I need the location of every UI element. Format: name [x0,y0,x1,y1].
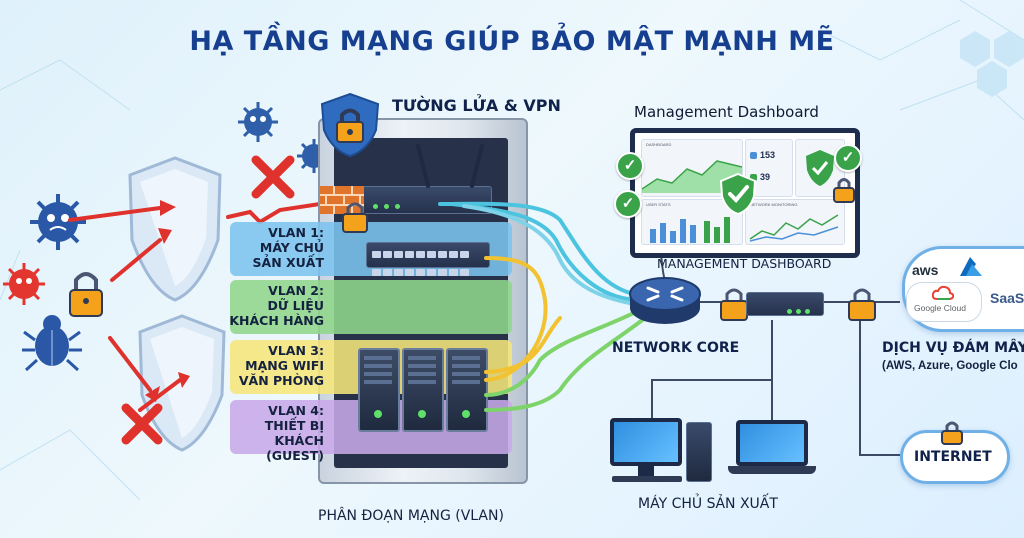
virus-icon-small [238,102,278,142]
keyboard [612,476,682,482]
network-switch [366,242,490,276]
laptop-base [728,466,816,474]
firewall-label: TƯỜNG LỬA & VPN [392,96,561,115]
dashboard-panel-security [795,139,845,197]
shield-check-icon [719,172,757,216]
workstations-label: MÁY CHỦ SẢN XUẤT [638,496,778,512]
line-chart [749,214,839,242]
rack-caption: PHÂN ĐOẠN MẠNG (VLAN) [318,508,504,524]
server-unit-3 [446,348,488,432]
lock-icon-internet [941,421,963,445]
saas-label: SaaS [990,290,1024,306]
server-details [364,356,480,418]
page-title: HẠ TẦNG MẠNG GIÚP BẢO MẬT MẠNH MẼ [189,26,835,57]
lock-icon-left [69,272,103,317]
monitor-stand [638,466,654,476]
dashboard-panel-bars: USER STATS [641,199,743,245]
cloud-label: DỊCH VỤ ĐÁM MÂY [882,340,1024,356]
dashboard-panel-title: DASHBOARD [646,142,672,147]
laptop-screen [736,420,808,466]
blocked-x-icon-bottom [121,403,163,445]
management-dashboard: DASHBOARD 153 39 USER STATS NETWORK MONI… [630,128,860,258]
aws-logo: aws [912,262,939,278]
blocked-x-icon-top [251,155,295,199]
server-unit-2 [402,348,444,432]
network-core-label: NETWORK CORE [612,340,740,356]
firewall-brick-icon [320,186,364,214]
bug-icon [22,315,82,372]
check-icon-2: ✓ [614,190,642,218]
dashboard-panel-chart: DASHBOARD [641,139,743,197]
vlan-band-2 [230,280,512,334]
area-chart [641,160,743,193]
dashboard-panel-monitoring: NETWORK MONITORING [745,199,845,245]
desktop-monitor [610,418,682,466]
secure-gateway [746,292,824,316]
check-icon-3: ✓ [834,144,862,172]
google-cloud-label: Google Cloud [914,303,966,313]
bar-chart [650,217,730,243]
network-core-router-icon [629,277,701,324]
lock-icon-dashboard [833,178,855,203]
threats-area [3,102,320,452]
azure-logo-icon [960,257,982,276]
router-status-leds [373,196,400,214]
router-antenna-icon [416,144,484,188]
shield-check-icon-small [806,150,834,186]
dashboard-title: Management Dashboard [634,103,819,121]
internet-label: INTERNET [914,449,992,465]
firewall-shield-icon [320,92,380,158]
check-icon-1: ✓ [616,152,644,180]
cloud-sublabel: (AWS, Azure, Google Clo [882,360,1018,372]
google-cloud-icon [932,285,954,300]
malware-icon-red [3,263,45,305]
virus-icon-mid [297,139,320,173]
vlan-label-4: VLAN 4:THIẾT BỊ KHÁCH(GUEST) [264,403,324,463]
lock-icon-cloud-link [848,288,876,321]
dashboard-caption: MANAGEMENT DASHBOARD [657,256,832,271]
google-cloud-badge [906,282,982,322]
virus-icon-large [30,194,86,250]
shield-icon-top [128,156,222,302]
server-unit-1 [358,348,400,432]
stat-value-2: 39 [760,172,771,182]
lock-icon-firewall [342,202,368,233]
desktop-tower [686,422,712,482]
stat-value-1: 153 [760,150,776,160]
